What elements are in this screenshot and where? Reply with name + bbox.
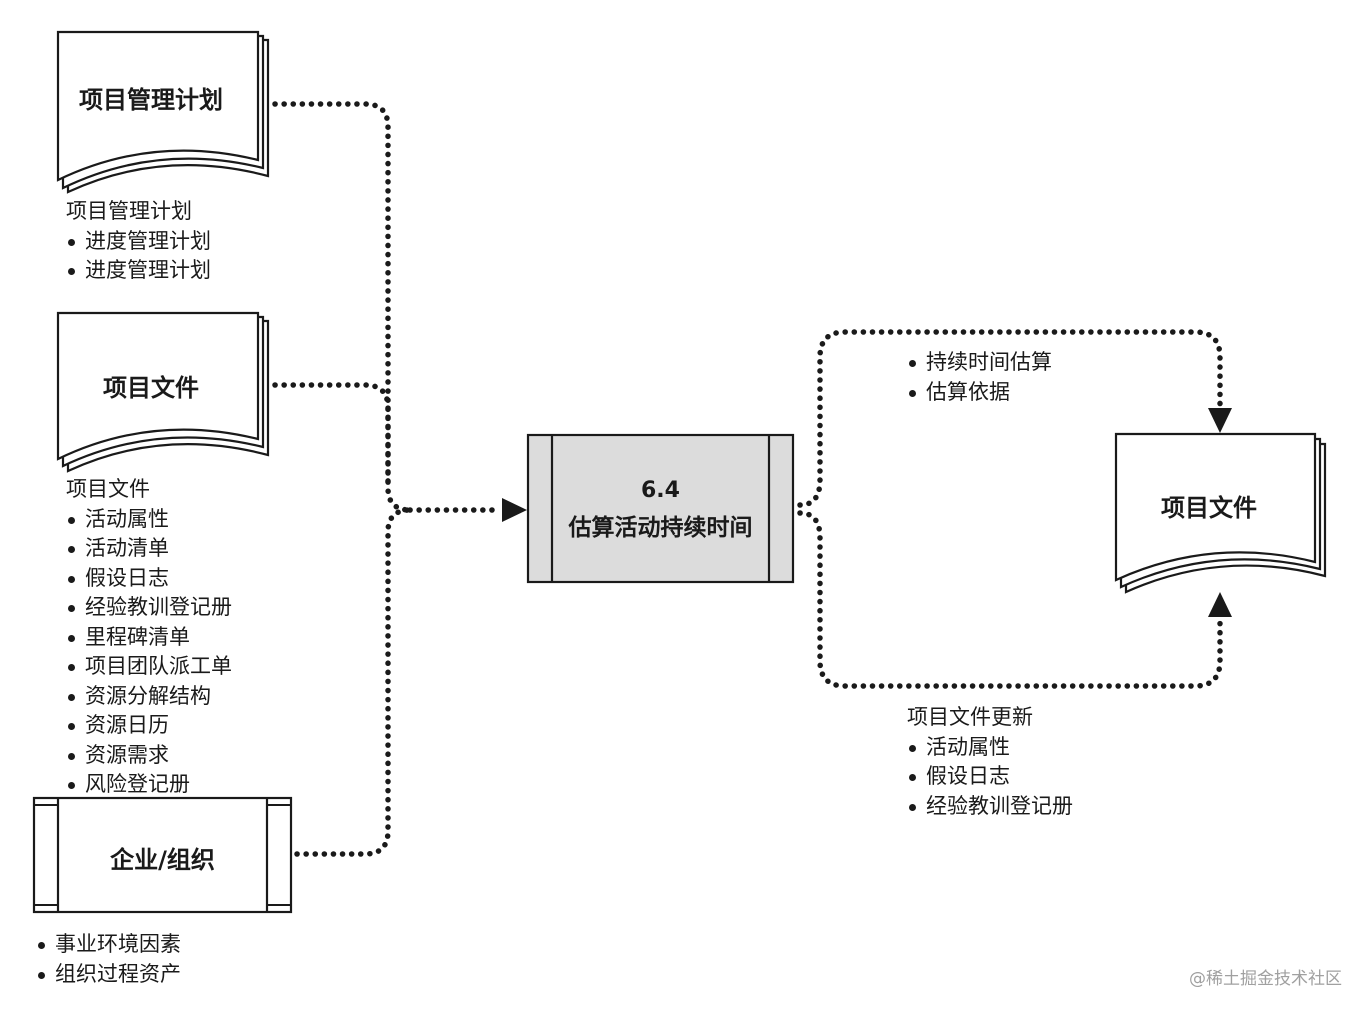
output-estimates-label: 持续时间估算 估算依据 bbox=[907, 348, 1052, 407]
list-item: 假设日志 bbox=[907, 762, 1073, 792]
project-management-plan-label: 项目管理计划 进度管理计划 进度管理计划 bbox=[66, 197, 211, 286]
project-management-plan-title: 项目管理计划 bbox=[79, 86, 223, 114]
label-heading: 项目管理计划 bbox=[66, 199, 192, 223]
output-project-documents-title: 项目文件 bbox=[1161, 494, 1257, 522]
list-item: 经验教训登记册 bbox=[907, 792, 1073, 822]
watermark: @稀土掘金技术社区 bbox=[1189, 969, 1342, 989]
list-item: 持续时间估算 bbox=[907, 348, 1052, 378]
project-documents-document-icon bbox=[56, 311, 270, 473]
enterprise-organization-box bbox=[32, 796, 293, 914]
list-item: 事业环境因素 bbox=[36, 930, 181, 960]
list-item: 资源需求 bbox=[66, 741, 232, 771]
project-documents-title: 项目文件 bbox=[103, 374, 199, 402]
list-item: 风险登记册 bbox=[66, 770, 232, 800]
project-management-plan-document-icon bbox=[56, 30, 270, 194]
input-connector-plan bbox=[272, 101, 413, 513]
process-number: 6.4 bbox=[641, 478, 680, 503]
list-item: 项目团队派工单 bbox=[66, 652, 232, 682]
list-item: 估算依据 bbox=[907, 378, 1052, 408]
list-item: 假设日志 bbox=[66, 564, 232, 594]
output-project-documents-document-icon bbox=[1114, 432, 1327, 594]
list-item: 活动属性 bbox=[66, 505, 232, 535]
list-item: 资源分解结构 bbox=[66, 682, 232, 712]
output-connector-updates bbox=[797, 510, 1223, 689]
list-item: 资源日历 bbox=[66, 711, 232, 741]
arrow-down-to-output-document bbox=[1208, 408, 1232, 433]
output-updates-label: 项目文件更新 活动属性 假设日志 经验教训登记册 bbox=[907, 703, 1073, 821]
list-item: 里程碑清单 bbox=[66, 623, 232, 653]
enterprise-organization-label: 事业环境因素 组织过程资产 bbox=[36, 930, 181, 989]
arrow-to-process bbox=[502, 498, 527, 522]
list-item: 组织过程资产 bbox=[36, 960, 181, 990]
input-connector-enterprise bbox=[294, 507, 413, 857]
list-item: 进度管理计划 bbox=[66, 227, 211, 257]
process-name: 估算活动持续时间 bbox=[568, 515, 753, 541]
label-heading: 项目文件更新 bbox=[907, 705, 1033, 729]
arrow-up-to-output-document bbox=[1208, 592, 1232, 617]
list-item: 进度管理计划 bbox=[66, 256, 211, 286]
output-connector-estimates bbox=[797, 329, 1223, 508]
process-box bbox=[526, 433, 795, 584]
label-heading: 项目文件 bbox=[66, 477, 150, 501]
enterprise-organization-title: 企业/组织 bbox=[110, 846, 215, 874]
list-item: 活动属性 bbox=[907, 733, 1073, 763]
list-item: 经验教训登记册 bbox=[66, 593, 232, 623]
project-documents-label: 项目文件 活动属性 活动清单 假设日志 经验教训登记册 里程碑清单 项目团队派工… bbox=[66, 475, 232, 800]
list-item: 活动清单 bbox=[66, 534, 232, 564]
input-connector-documents bbox=[272, 382, 391, 491]
